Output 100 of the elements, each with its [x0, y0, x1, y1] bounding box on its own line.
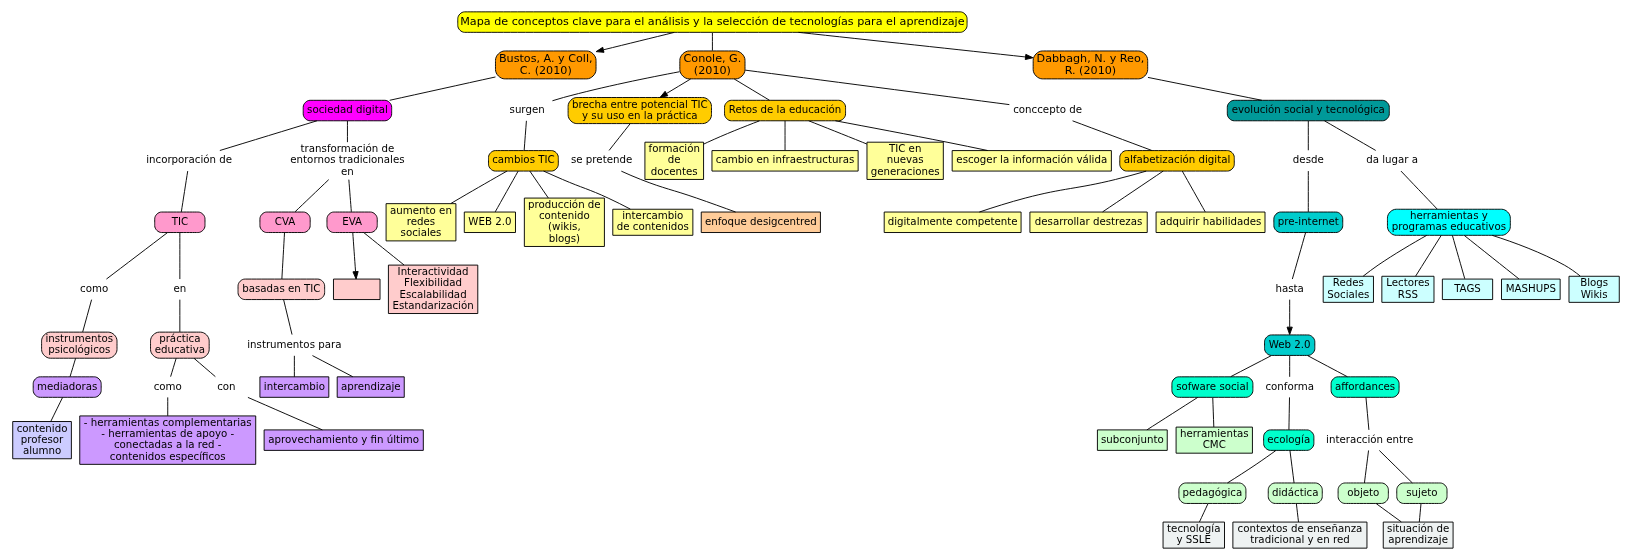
node-text: como: [153, 379, 182, 392]
connector: [363, 232, 405, 266]
connector: [523, 120, 527, 151]
node-box: herramientas y programas educativos: [1386, 208, 1511, 236]
node-box: CVA: [259, 211, 311, 233]
connector: [784, 120, 786, 151]
connector: [1307, 170, 1309, 213]
arrow: [352, 232, 359, 280]
connector: [1289, 450, 1295, 484]
node-box: evolución social y tecnológica: [1226, 99, 1390, 122]
connector: [543, 170, 631, 210]
connector: [733, 78, 770, 101]
connector: [551, 71, 681, 102]
connector: [1227, 450, 1277, 484]
node-box: práctica educativa: [150, 331, 210, 359]
node-box: TIC en nuevas generaciones: [866, 141, 944, 180]
connector: [1491, 234, 1581, 277]
connector: [620, 170, 737, 213]
node-box: adquirir habilidades: [1155, 211, 1266, 233]
node-text: surgen: [509, 103, 545, 116]
connector: [247, 396, 323, 431]
node-text: incorporación de: [146, 153, 233, 166]
node-text: como: [80, 281, 109, 294]
arrow: [595, 31, 675, 53]
node-box: affordances: [1330, 376, 1400, 398]
connector: [281, 232, 285, 280]
node-box: Bustos, A. y Coll, C. (2010): [495, 50, 597, 80]
connector: [808, 120, 868, 145]
node-box: subconjunto: [1096, 429, 1168, 451]
node-box: Lectores RSS: [1381, 275, 1435, 303]
connector: [703, 120, 760, 145]
node-text: da lugar a: [1366, 153, 1419, 166]
node-box: sujeto: [1396, 482, 1448, 504]
node-box: aumento en redes sociales: [385, 203, 457, 242]
node-box: - herramientas complementarias - herramientas de apoyo - conectadas a la red - contenidos específicos: [79, 415, 257, 465]
connector: [1181, 170, 1206, 213]
connector: [1146, 396, 1199, 431]
connector: [348, 179, 352, 213]
connector: [1363, 450, 1370, 484]
connector: [1147, 76, 1263, 101]
node-box: situación de aprendizaje: [1382, 521, 1454, 549]
node-box: intercambio de contenidos: [612, 208, 694, 236]
connector: [1212, 396, 1215, 428]
node-box: didáctica: [1267, 482, 1323, 504]
node-box: MASHUPS: [1501, 278, 1561, 300]
node-box: Mapa de conceptos clave para el análisis y la selección de tecnologías para el aprendizaje: [457, 11, 968, 33]
node-text: transformación de entornos tradicionales en: [290, 142, 405, 177]
node-box: enfoque desigcentred: [700, 211, 821, 233]
connector: [179, 299, 181, 333]
arrow: [797, 31, 1034, 60]
node-text: hasta: [1275, 281, 1304, 294]
connector: [1291, 232, 1307, 280]
node-box: ecología: [1263, 429, 1315, 451]
node-box: Web 2.0: [1264, 334, 1316, 356]
connector: [711, 32, 713, 52]
connector: [834, 120, 989, 151]
node-box: tecnología y SSLE: [1162, 521, 1225, 549]
node-box: cambios TIC: [488, 150, 559, 172]
node-box: [333, 278, 381, 300]
connector: [494, 170, 519, 213]
connector: [389, 76, 496, 101]
arrow: [659, 78, 692, 98]
node-box: contextos de enseñanza tradicional y en red: [1232, 521, 1368, 549]
connector: [219, 120, 318, 151]
node-text: desde: [1292, 153, 1324, 166]
connector: [50, 396, 64, 422]
node-box: TIC: [154, 211, 206, 233]
connector: [1295, 503, 1299, 523]
node-box: objeto: [1337, 482, 1389, 504]
connector: [1362, 234, 1428, 277]
node-box: pedagógica: [1178, 482, 1247, 504]
node-box: sofware social: [1171, 376, 1254, 398]
node-text: instrumentos para: [247, 337, 342, 350]
connector: [69, 357, 77, 378]
node-text: en: [173, 281, 187, 294]
node-box: sociedad digital: [302, 99, 393, 122]
node-box: Conole, G. (2010): [679, 50, 746, 80]
connector: [1230, 355, 1272, 378]
connector: [1289, 355, 1291, 378]
node-box: WEB 2.0: [463, 211, 516, 233]
connector: [978, 170, 1147, 213]
node-box: desarrollar destrezas: [1029, 211, 1148, 233]
node-box: Blogs Wikis: [1568, 275, 1620, 303]
connector: [1307, 120, 1309, 151]
connector: [1378, 450, 1413, 484]
node-text: interacción entre: [1326, 432, 1414, 445]
node-box: producción de contenido (wikis, blogs): [523, 197, 605, 247]
node-text: se pretende: [571, 153, 633, 166]
node-box: Dabbagh, N. y Reo, R. (2010): [1032, 50, 1149, 80]
connector: [744, 69, 1010, 106]
connector: [294, 179, 330, 213]
node-text: con: [217, 379, 236, 392]
node-box: formación de docentes: [644, 141, 705, 180]
node-box: TAGS: [1441, 278, 1494, 300]
node-text: conforma: [1265, 379, 1314, 392]
connector: [1463, 235, 1520, 280]
connector: [193, 357, 216, 378]
connector: [312, 355, 354, 378]
node-box: intercambio: [259, 376, 330, 398]
node-box: aprendizaje: [336, 376, 405, 398]
